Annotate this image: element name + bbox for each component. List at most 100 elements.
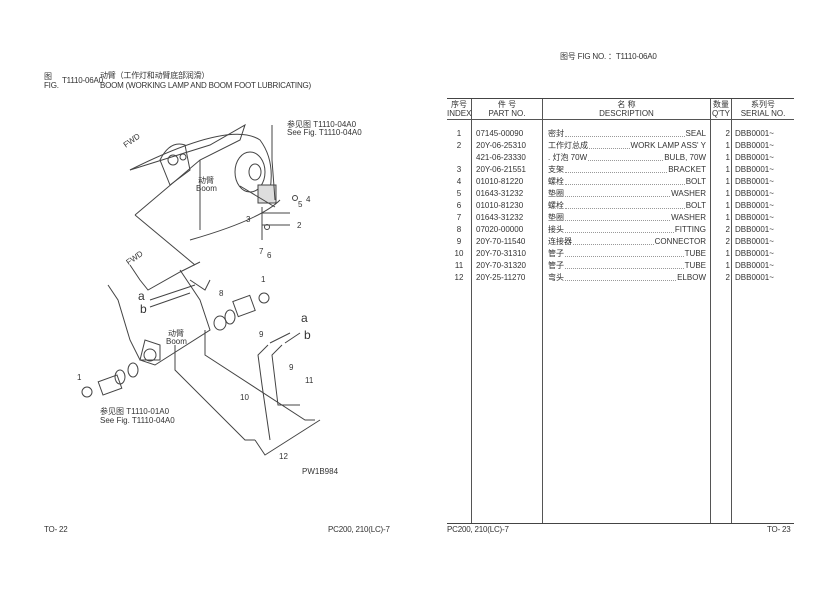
desc-cn: 接头: [548, 225, 564, 234]
left-footer-model: PC200, 210(LC)-7: [328, 525, 390, 534]
row-serial: DBB0001~: [735, 201, 774, 210]
fig-label-cn: 图: [44, 72, 52, 81]
row-qty: 2: [725, 273, 730, 282]
callout-6: 6: [267, 251, 272, 260]
row-serial: DBB0001~: [735, 177, 774, 186]
callout-11: 11: [305, 376, 314, 385]
desc-cn: . 灯泡 70W: [548, 153, 588, 162]
row-qty: 2: [725, 129, 730, 138]
row-description: 密封 SEAL: [548, 128, 706, 140]
ref-bottom-cn: 参见图 T1110-01A0: [100, 406, 170, 416]
row-qty: 1: [725, 177, 730, 186]
drawing-number: PW1B984: [302, 467, 339, 476]
desc-en: BULB, 70W: [664, 153, 706, 162]
desc-en: WORK LAMP ASS' Y: [630, 141, 706, 150]
boom-label-en: Boom: [196, 184, 217, 193]
callout-2: 2: [297, 221, 302, 230]
row-part-no: 421-06-23330: [476, 153, 526, 162]
row-index: 3: [456, 165, 462, 174]
row-part-no: 01643-31232: [476, 189, 524, 198]
row-qty: 2: [725, 237, 730, 246]
row-description: 工作灯总成 WORK LAMP ASS' Y: [548, 140, 706, 152]
row-serial: DBB0001~: [735, 129, 774, 138]
row-qty: 1: [725, 153, 730, 162]
fig-no-header: 图号 FIG NO. ：T1110-06A0: [560, 52, 657, 61]
callout-10: 10: [240, 393, 249, 402]
row-qty: 1: [725, 261, 730, 270]
ref-bottom-en: See Fig. T1110-04A0: [100, 416, 175, 425]
desc-cn: 弯头: [548, 273, 564, 282]
boom-label-en-2: Boom: [166, 337, 187, 346]
ref-top-cn: 参见图 T1110-04A0: [287, 119, 357, 129]
row-index: 10: [454, 249, 464, 258]
desc-cn: 密封: [548, 129, 564, 138]
row-serial: DBB0001~: [735, 189, 774, 198]
row-description: . 灯泡 70W BULB, 70W: [548, 152, 706, 164]
row-index: 11: [454, 261, 464, 270]
row-part-no: 07020-00000: [476, 225, 524, 234]
callout-9b: 9: [289, 363, 294, 372]
fig-number: T1110-06A0: [62, 76, 103, 85]
ref-top-en: See Fig. T1110-04A0: [287, 128, 362, 137]
desc-cn: 支架: [548, 165, 564, 174]
desc-en: TUBE: [684, 249, 706, 258]
callout-4: 4: [306, 195, 311, 204]
row-part-no: 20Y-70-31310: [476, 249, 526, 258]
row-description: 支架 BRACKET: [548, 164, 706, 176]
row-qty: 1: [725, 249, 730, 258]
row-serial: DBB0001~: [735, 249, 774, 258]
row-serial: DBB0001~: [735, 273, 774, 282]
row-index: 8: [456, 225, 462, 234]
desc-cn: 工作灯总成: [548, 141, 588, 150]
callout-a: a: [138, 289, 145, 303]
row-index: 6: [456, 201, 462, 210]
row-qty: 1: [725, 201, 730, 210]
row-index: 2: [456, 141, 462, 150]
callout-1: 1: [77, 373, 82, 382]
boom-label-cn-2: 动臂: [168, 328, 184, 338]
row-serial: DBB0001~: [735, 165, 774, 174]
desc-en: FITTING: [674, 225, 706, 234]
row-part-no: 01010-81220: [476, 177, 524, 186]
row-part-no: 20Y-06-21551: [476, 165, 526, 174]
callout-8: 8: [219, 289, 224, 298]
desc-en: WASHER: [671, 189, 706, 198]
row-serial: DBB0001~: [735, 237, 774, 246]
row-index: 12: [454, 273, 464, 282]
desc-cn: 垫圈: [548, 213, 564, 222]
row-part-no: 20Y-70-11540: [476, 237, 526, 246]
desc-en: SEAL: [685, 129, 706, 138]
callout-5: 5: [298, 200, 303, 209]
callout-b-2: b: [304, 328, 311, 342]
row-qty: 1: [725, 165, 730, 174]
right-footer-page: TO- 23: [767, 525, 791, 534]
row-serial: DBB0001~: [735, 213, 774, 222]
row-part-no: 20Y-06-25310: [476, 141, 526, 150]
callout-1b: 1: [261, 275, 266, 284]
title-cn: 动臂（工作灯和动臂底部润滑）: [100, 71, 210, 80]
desc-cn: 螺栓: [548, 177, 564, 186]
title-en: BOOM (WORKING LAMP AND BOOM FOOT LUBRICA…: [100, 81, 312, 90]
row-part-no: 07145-00090: [476, 129, 524, 138]
right-footer-model: PC200, 210(LC)-7: [447, 525, 509, 534]
callout-9: 9: [259, 330, 264, 339]
desc-en: BRACKET: [668, 165, 706, 174]
row-part-no: 20Y-70-31320: [476, 261, 526, 270]
desc-cn: 螺栓: [548, 201, 564, 210]
